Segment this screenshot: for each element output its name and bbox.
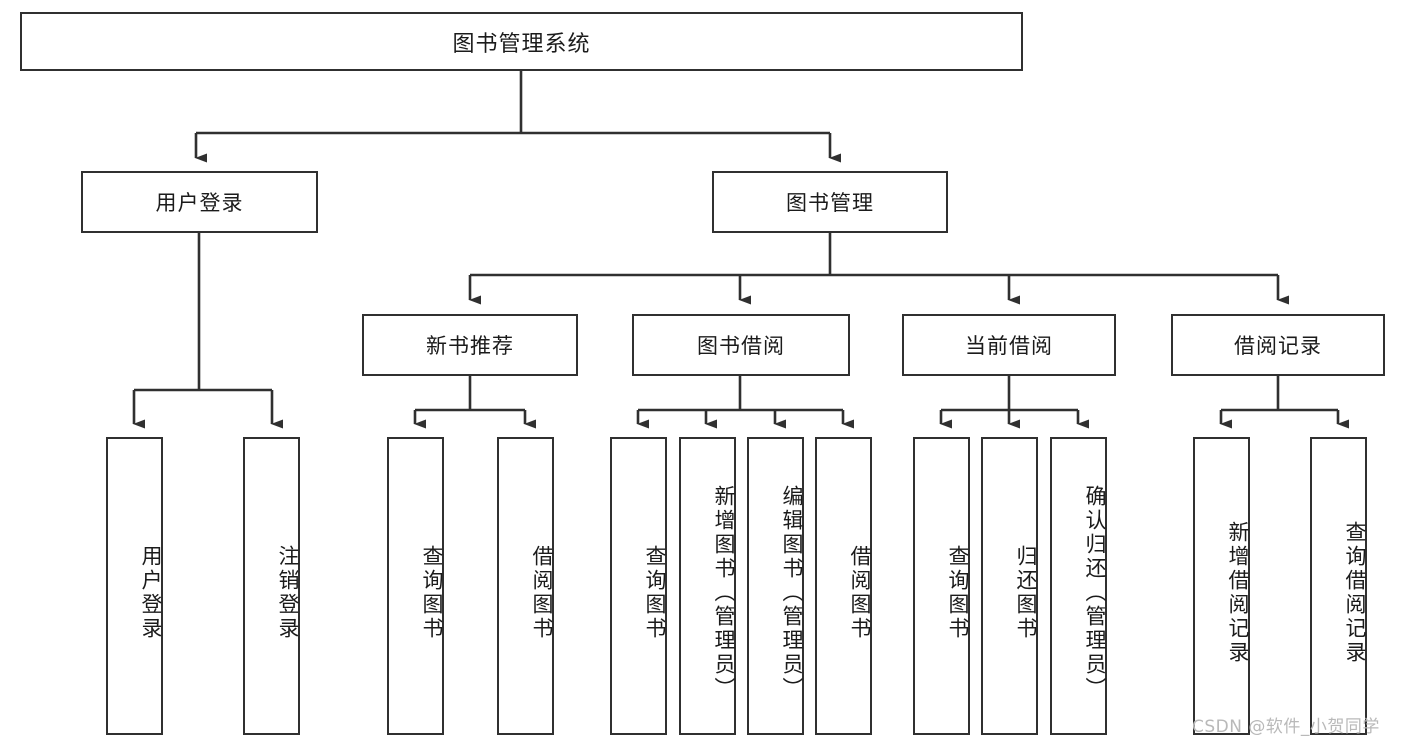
node-label: 图书管理 <box>786 191 874 215</box>
leaf-record-add-record[interactable]: 新增借阅记录 <box>1193 437 1250 735</box>
node-borrow-record[interactable]: 借阅记录 <box>1171 314 1385 376</box>
node-label: 图书管理系统 <box>452 31 591 57</box>
node-label: 新增图书（管理员） <box>712 485 736 701</box>
node-label: 归还图书 <box>1014 545 1038 641</box>
leaf-new-book-query-book[interactable]: 查询图书 <box>387 437 444 735</box>
node-label: 查询借阅记录 <box>1343 521 1367 665</box>
node-book-borrow[interactable]: 图书借阅 <box>632 314 850 376</box>
leaf-borrow-edit-book-admin[interactable]: 编辑图书（管理员） <box>747 437 804 735</box>
leaf-current-query-book[interactable]: 查询图书 <box>913 437 970 735</box>
leaf-borrow-query-book[interactable]: 查询图书 <box>610 437 667 735</box>
node-label: 编辑图书（管理员） <box>780 485 804 701</box>
node-label: 确认归还（管理员） <box>1083 485 1107 701</box>
node-label: 注销登录 <box>276 545 300 641</box>
csdn-watermark: CSDN @软件_小贺同学 <box>1192 717 1380 737</box>
leaf-borrow-add-book-admin[interactable]: 新增图书（管理员） <box>679 437 736 735</box>
node-current-borrow[interactable]: 当前借阅 <box>902 314 1116 376</box>
node-label: 借阅记录 <box>1234 334 1322 358</box>
node-label: 查询图书 <box>420 545 444 641</box>
node-label: 当前借阅 <box>965 334 1053 358</box>
node-label: 新书推荐 <box>426 334 514 358</box>
node-book-management[interactable]: 图书管理 <box>712 171 948 233</box>
leaf-user-login-login[interactable]: 用户登录 <box>106 437 163 735</box>
leaf-borrow-borrow-book[interactable]: 借阅图书 <box>815 437 872 735</box>
node-label: 新增借阅记录 <box>1226 521 1250 665</box>
node-label: 查询图书 <box>946 545 970 641</box>
node-user-login[interactable]: 用户登录 <box>81 171 318 233</box>
node-label: 借阅图书 <box>848 545 872 641</box>
leaf-user-login-logout[interactable]: 注销登录 <box>243 437 300 735</box>
leaf-record-query-record[interactable]: 查询借阅记录 <box>1310 437 1367 735</box>
node-label: 借阅图书 <box>530 545 554 641</box>
node-label: 用户登录 <box>139 545 163 641</box>
node-root-book-management-system[interactable]: 图书管理系统 <box>20 12 1023 71</box>
node-label: 查询图书 <box>643 545 667 641</box>
node-new-book-recommend[interactable]: 新书推荐 <box>362 314 578 376</box>
node-label: 用户登录 <box>155 191 244 215</box>
leaf-current-return-book[interactable]: 归还图书 <box>981 437 1038 735</box>
node-label: 图书借阅 <box>697 334 785 358</box>
leaf-current-confirm-return-admin[interactable]: 确认归还（管理员） <box>1050 437 1107 735</box>
leaf-new-book-borrow-book[interactable]: 借阅图书 <box>497 437 554 735</box>
